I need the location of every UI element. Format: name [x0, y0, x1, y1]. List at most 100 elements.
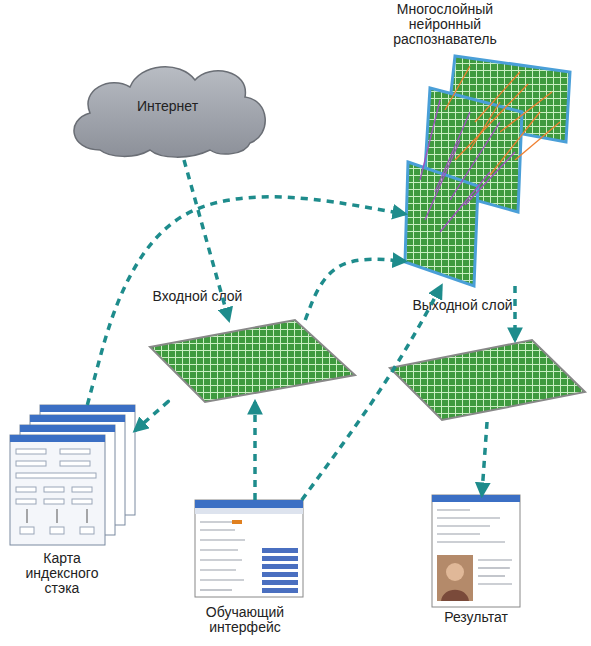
result-screenshot-part — [432, 495, 520, 607]
result-window: Результат — [432, 495, 520, 607]
dashed-arrow — [513, 286, 517, 340]
training-interface-screenshot-part-part — [262, 556, 298, 561]
training-interface-screenshot-part-part — [200, 529, 235, 530]
training-interface-screenshot-part — [200, 522, 245, 590]
training-interface-screenshot-part — [195, 508, 303, 514]
index-stack-windows-part-part-part — [72, 487, 92, 492]
node-label: Обучающий интерфейс — [195, 605, 295, 635]
dashed-arrow — [482, 422, 487, 495]
training-interface-screenshot-part-part — [200, 589, 232, 590]
recognizer-layers-part-part — [490, 112, 540, 175]
dashed-arrow — [135, 401, 168, 430]
index-stack-windows-part-part-part — [44, 499, 64, 504]
result-screenshot — [432, 495, 520, 607]
index-stack-windows-part-part-part — [50, 527, 64, 534]
index-stack-windows-part-part — [40, 405, 135, 412]
index-stack-windows — [10, 405, 135, 545]
result-screenshot-part-part — [478, 567, 510, 568]
dashed-arrow — [305, 259, 405, 320]
result-screenshot-part — [446, 563, 464, 581]
index-stack-windows-part-part-part — [16, 487, 36, 492]
result-screenshot-part-part — [478, 575, 505, 576]
training-interface-screenshot-part-part — [200, 569, 236, 570]
index-stack-windows-part-part-part — [80, 527, 94, 534]
input-layer-grid-part — [150, 320, 355, 402]
recognizer-layers-part-part — [435, 112, 470, 192]
node-label: Входной слой — [150, 289, 245, 304]
result-screenshot-part-part — [437, 509, 470, 510]
recognizer-layers-part-part — [500, 92, 552, 132]
node-label: Многослойный нейронный распознаватель — [385, 2, 505, 47]
result-screenshot-part — [437, 555, 473, 601]
training-interface-screenshot-part-part — [262, 564, 298, 569]
recognizer-layers-part-part — [515, 122, 560, 160]
index-stack-map: Карта индексного стэка — [10, 405, 135, 545]
result-screenshot-part-part — [478, 583, 512, 584]
recognizer-stack: Многослойный нейронный распознаватель — [405, 50, 570, 286]
index-stack-windows-part-part-part — [16, 499, 36, 504]
index-stack-windows-part-part-part — [72, 499, 92, 504]
dashed-arrow — [184, 160, 229, 320]
result-screenshot-part-part — [437, 541, 505, 542]
recognizer-layers-part-part — [445, 66, 470, 110]
recognizer-layers-part-part — [470, 102, 500, 150]
recognizer-layers-part-part — [425, 140, 460, 220]
training-interface-screenshot — [195, 500, 303, 597]
recognizer-layers-part — [405, 162, 478, 286]
training-interface-screenshot-part-part — [200, 539, 245, 540]
index-stack-windows-part-part-part — [16, 449, 46, 454]
input-layer-grid — [150, 320, 355, 402]
training-interface-screenshot-part — [195, 500, 303, 597]
index-stack-windows-part-part — [30, 415, 125, 422]
result-screenshot-part — [441, 590, 469, 601]
input-layer: Входной слой — [150, 320, 355, 402]
index-stack-windows-part-part — [27, 509, 87, 523]
output-layer-grid — [390, 340, 585, 420]
recognizer-layers-part-part — [450, 122, 500, 200]
recognizer-layers-part-part — [440, 172, 490, 232]
index-stack-windows-part-part — [20, 425, 115, 432]
dashed-arrow — [87, 197, 405, 405]
recognizer-layers-part-part — [475, 72, 520, 122]
dashed-arrow — [302, 286, 442, 500]
output-layer: Выходной слой — [390, 340, 585, 422]
index-stack-windows-part-part-part — [60, 449, 90, 454]
index-stack-windows-part-part — [10, 435, 105, 442]
dashed-arrow — [253, 402, 257, 500]
training-interface-screenshot-part — [262, 548, 298, 593]
recognizer-layers-part-part — [465, 152, 515, 205]
result-screenshot-part-part — [437, 525, 490, 526]
result-screenshot-part-part — [478, 559, 512, 560]
result-screenshot-part — [432, 495, 520, 502]
node-label: Результат — [416, 610, 536, 625]
training-interface: Обучающий интерфейс — [195, 500, 303, 597]
index-stack-windows-part-part-part — [16, 461, 46, 466]
index-stack-windows-part-part-part — [20, 527, 34, 534]
internet-cloud: Интернет — [60, 55, 275, 160]
recognizer-layers — [405, 56, 570, 286]
result-screenshot-part-part — [437, 517, 500, 518]
index-stack-windows-part-part-part — [16, 473, 96, 478]
training-interface-screenshot-part-part — [200, 579, 244, 580]
training-interface-screenshot-part-part — [262, 580, 298, 585]
output-layer-grid-part — [390, 340, 585, 420]
training-interface-screenshot-part-part — [200, 549, 238, 550]
training-interface-screenshot-part-part — [262, 572, 298, 577]
node-label: Карта индексного стэка — [17, 551, 107, 596]
index-stack-windows-part-part-part — [60, 461, 90, 466]
result-screenshot-part-part — [437, 533, 480, 534]
recognizer-layers-part — [445, 66, 560, 175]
index-stack-windows-part-part — [16, 449, 96, 534]
training-interface-screenshot-part — [232, 520, 242, 524]
training-interface-screenshot-part-part — [262, 548, 298, 553]
index-stack-windows-part-part-part — [44, 487, 64, 492]
index-stack-windows-part — [10, 435, 105, 545]
recognizer-layers-part — [420, 100, 515, 232]
training-interface-screenshot-part-part — [200, 559, 242, 560]
node-label: Выходной слой — [410, 298, 515, 313]
training-interface-screenshot-part-part — [262, 588, 298, 593]
recognizer-layers-part-part — [420, 100, 440, 180]
